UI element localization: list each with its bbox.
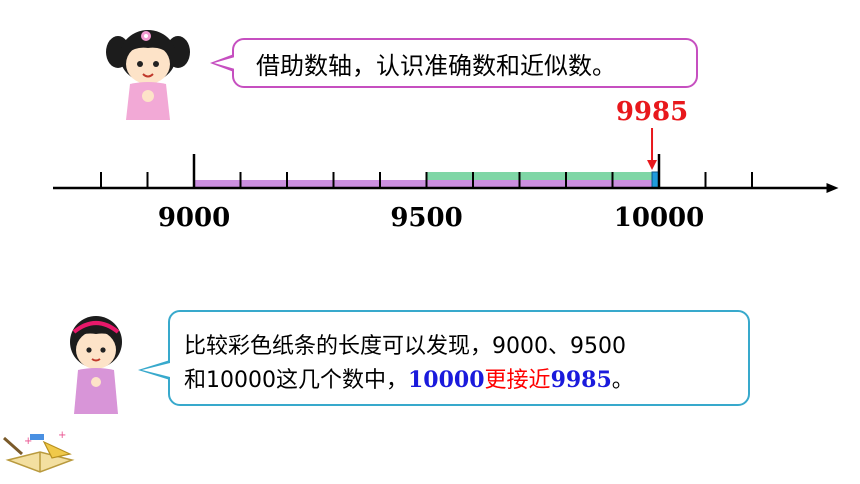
top-bubble-tail-fill bbox=[214, 57, 235, 69]
number-line-diagram: 9000 9500 10000 9985 bbox=[53, 97, 839, 233]
bottom-bubble-tail-fill bbox=[142, 363, 170, 377]
bottom-bubble-line2-part1: 和10000这几个数中， bbox=[184, 368, 408, 393]
marker-arrow-head bbox=[647, 160, 658, 170]
bottom-speech-bubble: 比较彩色纸条的长度可以发现，9000、9500 和10000这几个数中，1000… bbox=[168, 310, 750, 406]
highlight-text-closer: 更接近 bbox=[484, 368, 551, 393]
tick-label-10000: 10000 bbox=[614, 203, 704, 233]
tick-label-9000: 9000 bbox=[158, 203, 230, 233]
top-bubble-text: 借助数轴，认识准确数和近似数。 bbox=[256, 52, 616, 80]
svg-text:+: + bbox=[24, 436, 32, 447]
bottom-bubble-line1-text: 比较彩色纸条的长度可以发现，9000、9500 bbox=[184, 334, 626, 359]
bottom-bubble-line-2: 和10000这几个数中，10000更接近9985。 bbox=[184, 362, 634, 394]
tick-label-9500: 9500 bbox=[390, 203, 462, 233]
bottom-bubble-line-1: 比较彩色纸条的长度可以发现，9000、9500 bbox=[184, 328, 626, 360]
marker-label-9985: 9985 bbox=[616, 97, 688, 127]
svg-text:+: + bbox=[58, 430, 66, 441]
book-and-tools-icon: + + bbox=[3, 430, 75, 473]
green-strip bbox=[426, 172, 659, 180]
bottom-bubble-line2-end: 。 bbox=[611, 368, 634, 393]
highlight-number-10000: 10000 bbox=[408, 367, 485, 393]
girl-character-top bbox=[106, 30, 190, 120]
axis-arrow bbox=[826, 183, 839, 193]
highlight-number-9985: 9985 bbox=[550, 367, 612, 393]
girl-character-bottom bbox=[70, 316, 122, 414]
top-speech-bubble: 借助数轴，认识准确数和近似数。 bbox=[232, 38, 698, 88]
